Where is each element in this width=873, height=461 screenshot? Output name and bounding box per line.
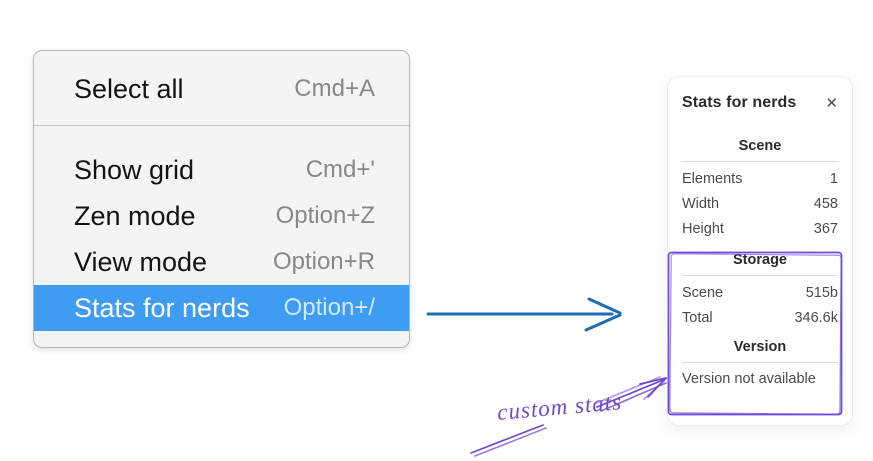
stat-value: 458 bbox=[813, 195, 838, 212]
stat-row-total-storage: Total 346.6k bbox=[682, 305, 838, 330]
section-heading: Storage bbox=[682, 252, 838, 276]
menu-item-zen-mode[interactable]: Zen mode Option+Z bbox=[34, 193, 409, 239]
stats-panel-title: Stats for nerds bbox=[682, 94, 797, 111]
stat-row-width: Width 458 bbox=[682, 191, 838, 216]
stat-row-scene-storage: Scene 515b bbox=[682, 280, 838, 305]
menu-item-label: Select all bbox=[74, 73, 184, 104]
stat-row-height: Height 367 bbox=[682, 216, 838, 241]
stat-label: Height bbox=[682, 220, 724, 237]
stat-label: Elements bbox=[682, 170, 743, 187]
stat-value: 346.6k bbox=[794, 309, 838, 326]
menu-item-shortcut: Cmd+A bbox=[294, 75, 375, 102]
stat-label: Scene bbox=[682, 284, 724, 301]
stats-section-version: Version Version not available bbox=[682, 339, 838, 387]
menu-item-show-grid[interactable]: Show grid Cmd+' bbox=[34, 147, 409, 193]
menu-item-shortcut: Cmd+' bbox=[305, 156, 375, 183]
flow-arrow-icon bbox=[426, 297, 622, 332]
stat-value: 1 bbox=[829, 170, 838, 187]
context-menu: Select all Cmd+A Show grid Cmd+' Zen mod… bbox=[33, 50, 410, 348]
menu-item-shortcut: Option+R bbox=[272, 248, 375, 275]
stat-label: Total bbox=[682, 309, 713, 326]
stat-value: 515b bbox=[805, 284, 838, 301]
stats-section-storage: Storage Scene 515b Total 346.6k bbox=[682, 252, 838, 330]
menu-separator bbox=[34, 125, 409, 126]
close-icon[interactable]: ✕ bbox=[825, 94, 838, 112]
stat-label: Width bbox=[682, 195, 720, 212]
stat-row-elements: Elements 1 bbox=[682, 166, 838, 191]
menu-item-view-mode[interactable]: View mode Option+R bbox=[34, 239, 409, 285]
menu-item-shortcut: Option+/ bbox=[283, 294, 375, 321]
annotation-custom-stats: custom stats bbox=[496, 389, 623, 425]
menu-item-label: View mode bbox=[74, 246, 208, 277]
section-heading: Version bbox=[682, 339, 838, 363]
stats-panel-header: Stats for nerds ✕ bbox=[682, 94, 838, 112]
menu-item-shortcut: Option+Z bbox=[275, 202, 375, 229]
stats-panel: Stats for nerds ✕ Scene Elements 1 Width… bbox=[667, 76, 853, 426]
menu-item-select-all[interactable]: Select all Cmd+A bbox=[34, 66, 409, 112]
menu-item-label: Zen mode bbox=[74, 200, 196, 231]
menu-item-stats-for-nerds[interactable]: Stats for nerds Option+/ bbox=[34, 285, 409, 331]
section-heading: Scene bbox=[682, 138, 838, 162]
menu-item-label: Show grid bbox=[74, 154, 195, 185]
stat-value: 367 bbox=[813, 220, 838, 237]
stats-section-scene: Scene Elements 1 Width 458 Height 367 bbox=[682, 138, 838, 241]
menu-item-label: Stats for nerds bbox=[74, 292, 250, 323]
version-note: Version not available bbox=[682, 371, 816, 387]
